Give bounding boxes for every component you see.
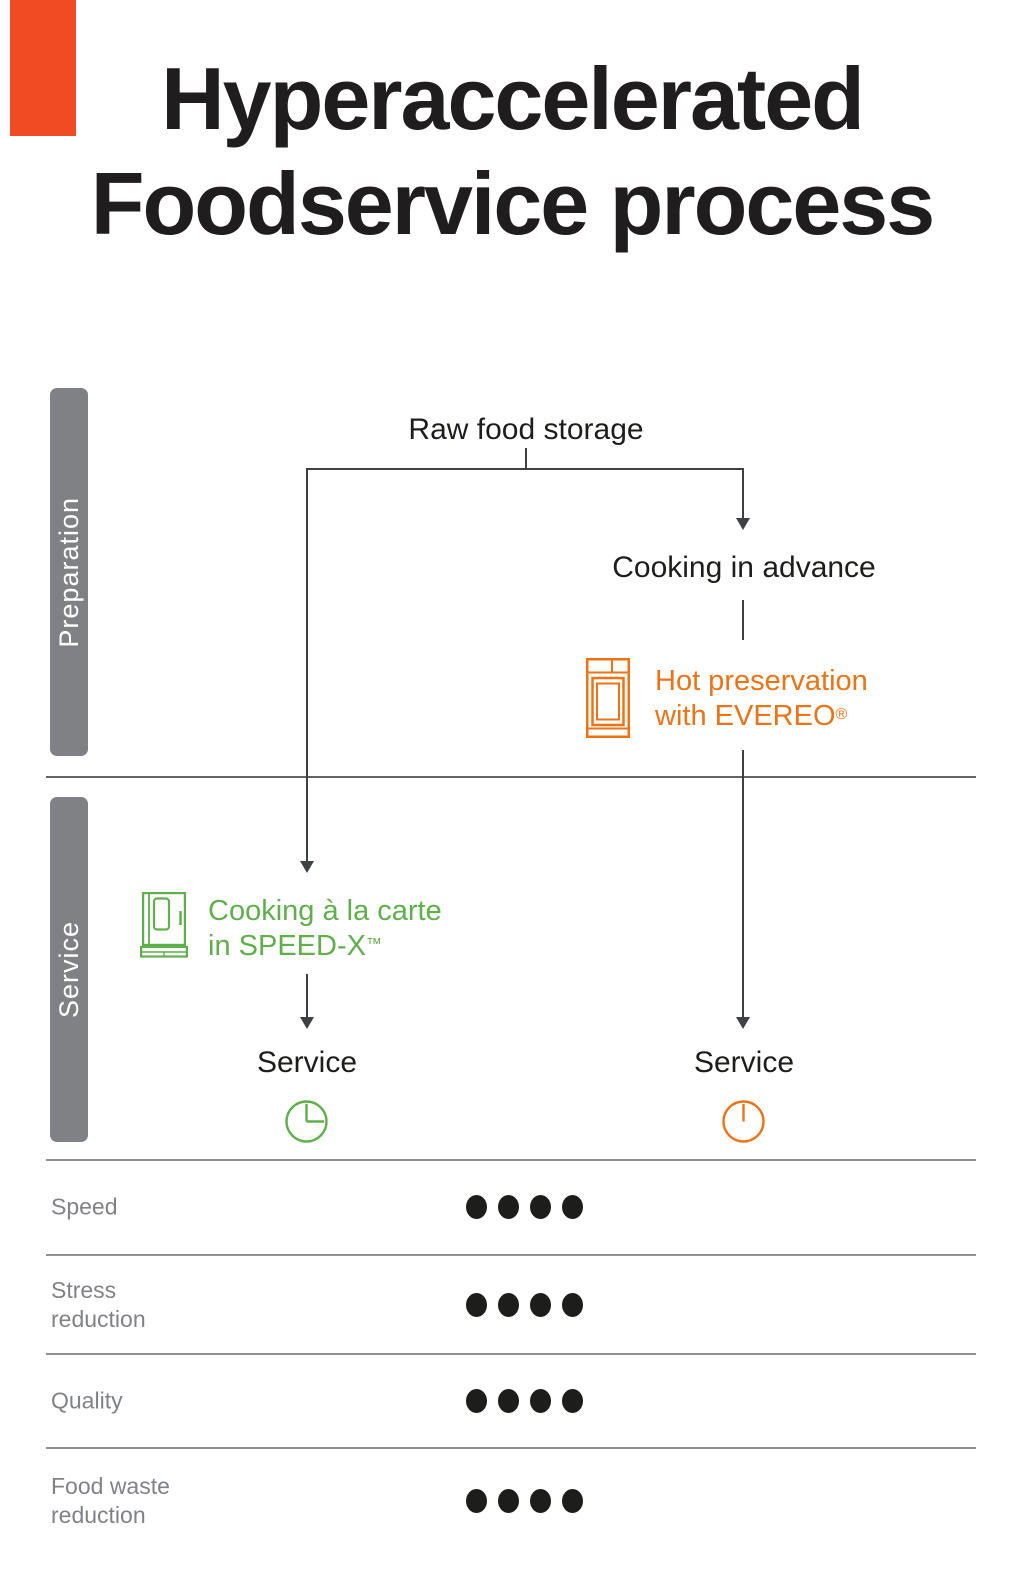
table-row-stress-reduction: Stress reduction (46, 1256, 976, 1353)
node-cooking-a-la-carte: Cooking à la carte in SPEED-X™ (208, 894, 442, 963)
arrowhead-left-to-speedx (300, 861, 314, 873)
row-label: Food waste reduction (51, 1473, 170, 1528)
node-service-left: Service (256, 1046, 358, 1079)
connector-right-to-cooking (742, 468, 744, 518)
connector-cooking-to-evereo (742, 600, 744, 640)
rating-dots (466, 1195, 583, 1219)
table-row-speed: Speed (46, 1160, 976, 1254)
rating-dot (466, 1389, 487, 1413)
connector-evereo-to-service (742, 750, 744, 1017)
table-divider-3 (46, 1353, 976, 1355)
section-label-preparation: Preparation (53, 496, 84, 648)
table-row-food-waste-reduction: Food waste reduction (46, 1449, 976, 1553)
table-divider-2 (46, 1254, 976, 1256)
rating-dot (530, 1195, 551, 1219)
arrowhead-right-to-cooking (736, 518, 750, 530)
rating-dot (562, 1195, 583, 1219)
page-title: Hyperaccelerated Foodservice process (0, 46, 1024, 256)
table-divider-4 (46, 1447, 976, 1449)
node-raw-food-storage: Raw food storage (408, 413, 644, 446)
arrowhead-left-to-service (300, 1017, 314, 1029)
clock-at-twelve-icon (722, 1100, 765, 1143)
rating-dot (562, 1292, 583, 1317)
row-label: Quality (51, 1387, 123, 1414)
node-service-right: Service (693, 1046, 795, 1079)
clock-quarter-past-icon (285, 1100, 328, 1143)
cooking-a-la-carte-line2: in SPEED-X™ (208, 930, 382, 962)
row-label: Speed (51, 1193, 118, 1220)
hot-preservation-line1: Hot preservation (655, 665, 868, 697)
arrowhead-right-to-service (736, 1017, 750, 1029)
section-divider (46, 776, 976, 778)
section-bar-service: Service (50, 797, 88, 1142)
evereo-oven-icon (586, 658, 630, 738)
rating-dot (530, 1489, 551, 1513)
connector-left-to-speedx (306, 468, 308, 861)
rating-dot (562, 1489, 583, 1513)
connector-branch-horizontal (306, 468, 744, 470)
rating-dot (498, 1389, 519, 1413)
speedx-oven-icon (140, 892, 188, 958)
rating-dot (498, 1195, 519, 1219)
rating-dot (530, 1292, 551, 1317)
section-bar-preparation: Preparation (50, 388, 88, 756)
section-label-service: Service (53, 920, 84, 1019)
rating-dot (562, 1389, 583, 1413)
table-row-quality: Quality (46, 1355, 976, 1447)
rating-dot (466, 1292, 487, 1317)
node-cooking-in-advance: Cooking in advance (612, 551, 876, 584)
rating-dot (498, 1489, 519, 1513)
rating-dots (466, 1489, 583, 1513)
connector-stub-raw-food (525, 448, 527, 468)
page-title-line1: Hyperaccelerated (161, 49, 865, 148)
registered-mark: ® (835, 706, 848, 723)
rating-dot (466, 1195, 487, 1219)
brand-corner-accent (10, 0, 76, 136)
node-hot-preservation: Hot preservation with EVEREO® (655, 664, 868, 733)
rating-dot (466, 1489, 487, 1513)
page-title-line2: Foodservice process (90, 154, 935, 253)
table-divider-1 (46, 1159, 976, 1161)
rating-dot (530, 1389, 551, 1413)
rating-dot (498, 1292, 519, 1317)
trademark-mark: ™ (365, 936, 382, 953)
row-label: Stress reduction (51, 1276, 146, 1332)
cooking-a-la-carte-line1: Cooking à la carte (208, 895, 442, 927)
rating-dots (466, 1292, 583, 1317)
rating-dots (466, 1389, 583, 1413)
hot-preservation-line2: with EVEREO® (655, 700, 848, 732)
connector-speedx-to-service (306, 974, 308, 1017)
